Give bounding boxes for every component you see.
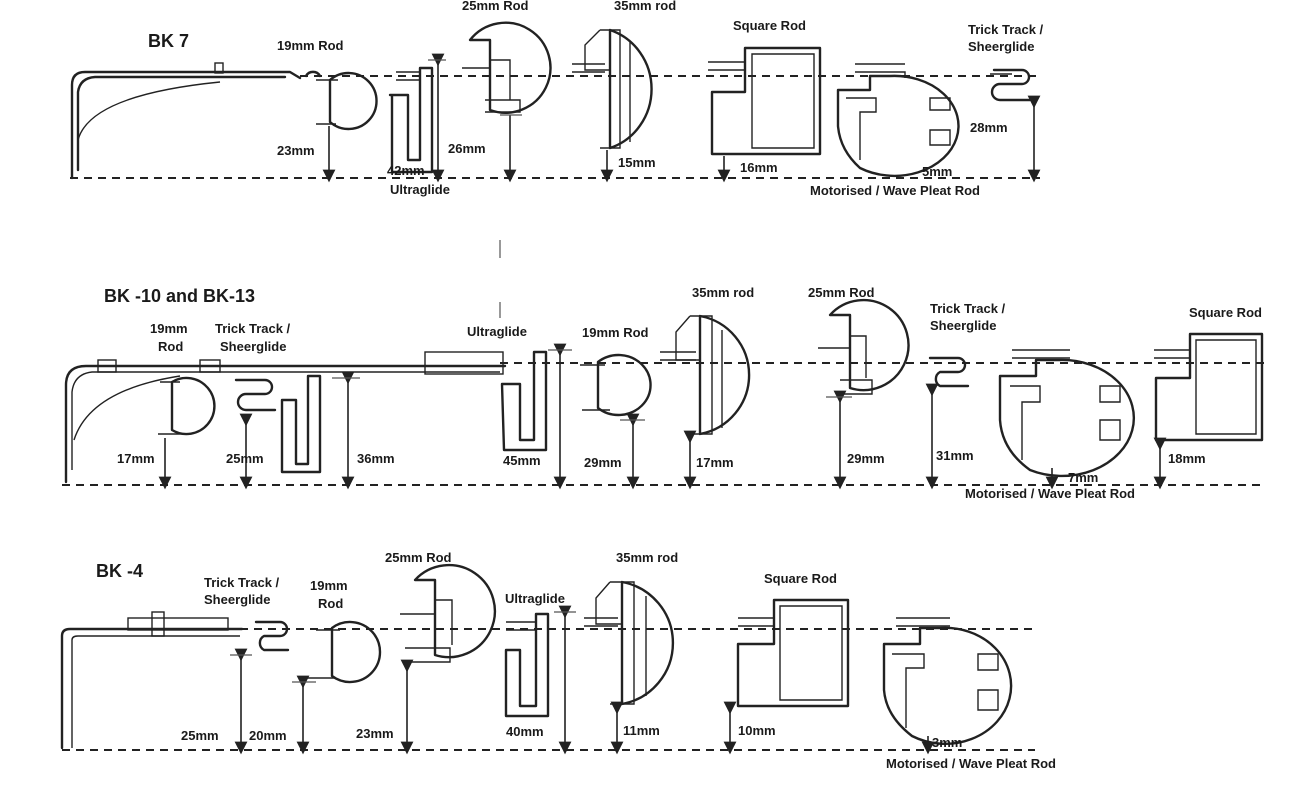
trick-track xyxy=(990,68,1032,102)
label-ultraglide: Ultraglide xyxy=(505,591,565,606)
dim-motorised: 5mm xyxy=(922,164,952,179)
ultraglide-profile xyxy=(500,350,548,452)
label-motorised-wave-pleat-rod: Motorised / Wave Pleat Rod xyxy=(965,486,1135,501)
rod-19mm xyxy=(304,70,378,131)
dim-25mm-rod: 29mm xyxy=(847,451,885,466)
dim-motorised: 7mm xyxy=(1068,470,1098,485)
label-sheerglide: Sheerglide xyxy=(204,592,270,607)
label-35mm-rod: 35mm rod xyxy=(616,550,678,565)
dim-square-rod: 18mm xyxy=(1168,451,1206,466)
label-square-rod: Square Rod xyxy=(764,571,837,586)
trick-track-right xyxy=(928,356,970,388)
rod-35mm xyxy=(660,314,751,436)
square-rod xyxy=(708,46,822,156)
dim-square-rod: 16mm xyxy=(740,160,778,175)
dim-25mm-rod: 23mm xyxy=(356,726,394,741)
label-square-rod: Square Rod xyxy=(1189,305,1262,320)
dim-trick-track: 28mm xyxy=(970,120,1008,135)
dim-ultraglide: 45mm xyxy=(503,453,541,468)
section-bk7: BK 7 19mm Rod Ultraglide 25mm Rod xyxy=(70,0,1044,198)
label-trick-track-right: Trick Track / xyxy=(930,301,1006,316)
rod-19mm xyxy=(580,353,652,417)
dim-ultraglide-left: 36mm xyxy=(357,451,395,466)
label-trick-track: Trick Track / xyxy=(204,575,280,590)
label-sheerglide: Sheerglide xyxy=(968,39,1034,54)
motorised-wave-pleat-rod xyxy=(882,617,1013,746)
label-19mm-rod: 19mm Rod xyxy=(582,325,649,340)
label-rod: Rod xyxy=(318,596,343,611)
dim-square-rod: 10mm xyxy=(738,723,776,738)
bk7-bracket xyxy=(70,62,302,180)
label-motorised-wave-pleat-rod: Motorised / Wave Pleat Rod xyxy=(810,183,980,198)
rod-35mm xyxy=(572,28,653,150)
dim-trick-track-right: 31mm xyxy=(936,448,974,463)
rod-25mm xyxy=(818,298,910,395)
label-rod: Rod xyxy=(158,339,183,354)
square-rod xyxy=(736,598,850,708)
rod-25mm xyxy=(462,21,552,114)
motorised-wave-pleat-rod xyxy=(998,349,1136,478)
ultraglide-left xyxy=(280,374,322,474)
section-title: BK -4 xyxy=(96,561,143,581)
label-trick-track-left: Trick Track / xyxy=(215,321,291,336)
label-19mm: 19mm xyxy=(310,578,348,593)
dim-25mm-rod: 26mm xyxy=(448,141,486,156)
label-19mm: 19mm xyxy=(150,321,188,336)
dim-ultraglide: 40mm xyxy=(506,724,544,739)
label-ultraglide: Ultraglide xyxy=(390,182,450,197)
section-title: BK -10 and BK-13 xyxy=(104,286,255,306)
section-bk4: BK -4 Trick Track / Sheerglide 19mm Rod … xyxy=(60,550,1056,771)
dim-motorised: 3mm xyxy=(932,735,962,750)
label-35mm-rod: 35mm rod xyxy=(614,0,676,13)
section-title: BK 7 xyxy=(148,31,189,51)
label-square-rod: Square Rod xyxy=(733,18,806,33)
dim-35mm-rod: 17mm xyxy=(696,455,734,470)
bk10-bracket xyxy=(64,351,507,484)
rod-19mm-left xyxy=(158,376,216,436)
dim-35mm-rod: 11mm xyxy=(623,723,660,738)
dim-trick-track-left: 25mm xyxy=(226,451,264,466)
dim-19mm-rod: 23mm xyxy=(277,143,315,158)
ultraglide-profile xyxy=(388,66,434,174)
dim-19mm-rod-left: 17mm xyxy=(117,451,155,466)
label-25mm-rod: 25mm Rod xyxy=(462,0,529,13)
label-25mm-rod: 25mm Rod xyxy=(808,285,875,300)
rod-35mm xyxy=(584,580,675,706)
label-sheerglide-right: Sheerglide xyxy=(930,318,996,333)
square-rod xyxy=(1154,332,1264,442)
motorised-wave-pleat-rod xyxy=(836,63,960,178)
label-35mm-rod: 35mm rod xyxy=(692,285,754,300)
rod-19mm xyxy=(300,620,382,684)
label-19mm-rod: 19mm Rod xyxy=(277,38,344,53)
rod-25mm xyxy=(400,563,497,663)
label-25mm-rod: 25mm Rod xyxy=(385,550,452,565)
label-ultraglide: Ultraglide xyxy=(467,324,527,339)
label-trick-track: Trick Track / xyxy=(968,22,1044,37)
dim-19mm-rod: 29mm xyxy=(584,455,622,470)
dim-35mm-rod: 15mm xyxy=(618,155,656,170)
trick-track xyxy=(254,620,290,652)
label-sheerglide-left: Sheerglide xyxy=(220,339,286,354)
dim-19mm-rod: 20mm xyxy=(249,728,287,743)
dim-trick-track: 25mm xyxy=(181,728,219,743)
ultraglide-profile xyxy=(504,612,550,718)
label-motorised-wave-pleat-rod: Motorised / Wave Pleat Rod xyxy=(886,756,1056,771)
section-bk10-bk13: BK -10 and BK-13 19mm Rod Trick Track / … xyxy=(62,285,1265,501)
dim-ultraglide: 42mm xyxy=(387,163,425,178)
trick-track-left xyxy=(234,378,277,412)
bk4-bracket xyxy=(60,611,244,750)
